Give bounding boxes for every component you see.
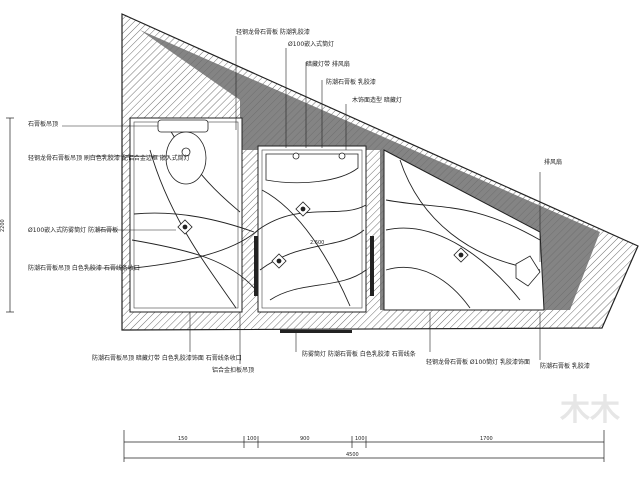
bottom-dimension-line [123, 430, 605, 462]
dimension-segment-4: 100 [355, 436, 365, 442]
dimension-segment-3: 900 [300, 436, 310, 442]
top-callout-2: Ø100嵌入式筒灯 [288, 40, 334, 48]
bathtub-fixture [265, 152, 359, 184]
right-callout: 排风扇 [544, 158, 562, 166]
bottom-callout-5: 防潮石膏板 乳胶漆 [540, 362, 590, 370]
dimension-segment-2: 100 [247, 436, 257, 442]
left-callout-3: Ø100嵌入式防雾筒灯 防潮石膏板 [28, 226, 118, 234]
left-callout-4: 防潮石膏板吊顶 白色乳胶漆 石膏线条收口 [28, 264, 140, 272]
watermark: 木木 [559, 393, 620, 428]
bottom-callout-1: 防潮石膏板吊顶 暗藏灯带 白色乳胶漆饰面 石膏线条收口 [92, 354, 242, 362]
top-callout-1: 轻钢龙骨石膏板 防潮乳胶漆 [236, 28, 310, 36]
left-callout-2: 轻钢龙骨石膏板吊顶 刷白色乳胶漆 配铝合金边框 嵌入式筒灯 [28, 154, 190, 162]
top-callout-4: 防潮石膏板 乳胶漆 [326, 78, 376, 86]
left-callout-leaders [62, 125, 176, 269]
toilet-fixture [157, 119, 209, 185]
height-dimension [6, 117, 14, 313]
bottom-callout-2: 铝合金扣板吊顶 [212, 366, 254, 374]
bottom-callout-4: 轻钢龙骨石膏板 Ø100筒灯 乳胶漆饰面 [426, 358, 530, 366]
left-callout-1: 石膏板吊顶 [28, 120, 58, 128]
total-dimension: 4500 [346, 452, 359, 458]
bottom-callout-leaders [189, 312, 541, 364]
bottom-callout-3: 防雾筒灯 防潮石膏板 白色乳胶漆 石膏线条 [302, 350, 416, 358]
top-callout-5: 木饰面造型 暗藏灯 [352, 96, 402, 104]
dimension-segment-1: 150 [178, 436, 188, 442]
top-callout-3: 暗藏灯带 排风扇 [306, 60, 350, 68]
dimension-segment-5: 1700 [480, 436, 493, 442]
height-label: 2200 [0, 219, 6, 232]
center-label: 2.600 [310, 240, 324, 246]
room-right [383, 149, 545, 311]
door-frames [254, 236, 374, 333]
exhaust-fan-fixture [515, 255, 541, 287]
top-callout-leaders [235, 36, 347, 150]
light-symbols [177, 201, 469, 269]
